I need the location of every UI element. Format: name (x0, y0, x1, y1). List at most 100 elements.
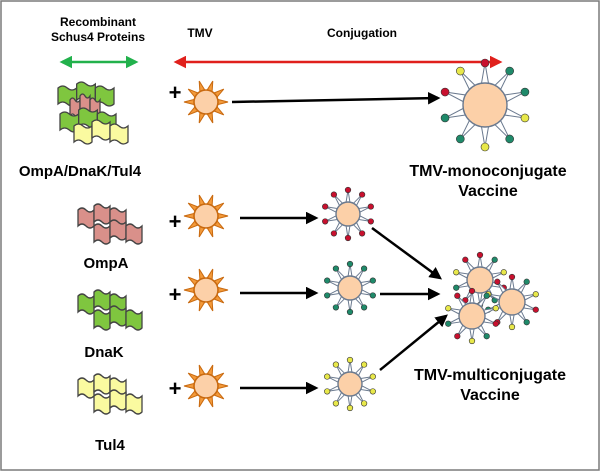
ompa-conjugate-particle (322, 186, 374, 242)
conjugate-particle (324, 356, 376, 412)
label-monoconjugate-line2: Vaccine (458, 183, 518, 200)
conjugate-body (498, 288, 526, 316)
protein-tip (361, 265, 368, 272)
protein-segment (93, 289, 111, 311)
protein-tip (324, 277, 331, 284)
tmv-particle-4 (183, 364, 229, 408)
protein-segment (125, 309, 143, 331)
protein-tip (322, 203, 329, 210)
combined-protein-stack (57, 81, 129, 145)
protein-segment (93, 223, 111, 245)
protein-segment (109, 389, 127, 411)
protein-tip (508, 273, 516, 281)
protein-tip (456, 134, 465, 144)
dnak-protein (77, 289, 143, 331)
conjugate-body (458, 302, 486, 330)
protein-segment (77, 377, 95, 399)
protein-segment (93, 373, 111, 395)
plus-sign-1: + (169, 80, 182, 105)
protein-tip (491, 256, 498, 263)
conjugate-particle (324, 260, 376, 316)
protein-segment (109, 123, 129, 145)
protein-tip (367, 218, 374, 225)
protein-tip (494, 278, 501, 285)
ompa-protein (77, 203, 143, 245)
label-multiconjugate-line2: Vaccine (460, 387, 520, 404)
protein-segment (93, 203, 111, 225)
protein-tip (445, 305, 452, 312)
label-tul4: Tul4 (95, 437, 125, 454)
protein-tip (324, 388, 331, 395)
protein-tip (332, 304, 339, 311)
tmv-body (193, 373, 219, 399)
protein-tip (330, 230, 337, 237)
label-multiconjugate-line1: TMV-multiconjugate (414, 367, 566, 384)
protein-tip (344, 234, 352, 242)
protein-tip (369, 292, 376, 299)
protein-tip (505, 134, 514, 144)
tmv-body (193, 277, 219, 303)
protein-tip (369, 388, 376, 395)
tmv-particle-3 (183, 268, 229, 312)
protein-tip (346, 260, 354, 268)
conjugate-particle (440, 58, 530, 152)
protein-tip (453, 284, 460, 291)
tmv-body (193, 89, 219, 115)
conjugate-body (335, 201, 361, 227)
tul4-protein (77, 373, 143, 415)
protein-tip (453, 269, 460, 276)
protein-segment (109, 219, 127, 241)
plus-sign-4: + (169, 376, 182, 401)
protein-segment (93, 393, 111, 415)
conjugate-body (337, 275, 363, 301)
protein-tip (500, 269, 507, 276)
plus-sign-2: + (169, 209, 182, 234)
label-combined-proteins: OmpA/DnaK/Tul4 (19, 163, 142, 180)
tul4-conjugate-particle (324, 356, 376, 412)
protein-segment (109, 305, 127, 327)
protein-tip (508, 323, 516, 331)
conjugate-body (462, 82, 508, 128)
protein-tip (520, 113, 530, 123)
protein-ribbon (77, 203, 127, 229)
proteins-header-line2: Schus4 Proteins (51, 30, 145, 44)
protein-tip (480, 58, 490, 68)
protein-tip (367, 203, 374, 210)
protein-tip (523, 278, 530, 285)
conjugate-particle (445, 287, 499, 345)
label-dnak: DnaK (84, 344, 123, 361)
conjugate-body (466, 266, 494, 294)
protein-tip (440, 87, 450, 97)
multiconjugate-vaccine-cluster (445, 251, 539, 345)
protein-tip (324, 292, 331, 299)
protein-tip (346, 356, 354, 364)
protein-tip (462, 256, 469, 263)
protein-tip (346, 308, 354, 316)
protein-tip (361, 361, 368, 368)
protein-tip (344, 186, 352, 194)
tmv-particle-2 (183, 194, 229, 238)
protein-tip (483, 292, 490, 299)
protein-tip (468, 287, 476, 295)
tmv-particle-1 (183, 80, 229, 124)
arrow-to-monoconjugate (231, 91, 441, 105)
protein-tip (445, 320, 452, 327)
protein-segment (125, 393, 143, 415)
protein-segment (77, 293, 95, 315)
protein-tip (369, 373, 376, 380)
protein-tip (492, 305, 499, 312)
protein-tip (361, 304, 368, 311)
protein-tip (492, 320, 499, 327)
plus-sign-3: + (169, 282, 182, 307)
protein-segment (93, 309, 111, 331)
protein-tip (532, 291, 539, 298)
conjugate-body (337, 371, 363, 397)
protein-tip (468, 337, 476, 345)
label-monoconjugate-line1: TMV-monoconjugate (409, 163, 566, 180)
label-ompa: OmpA (84, 255, 129, 272)
dnak-conjugate-particle (324, 260, 376, 316)
protein-segment (125, 223, 143, 245)
protein-tip (520, 87, 530, 97)
